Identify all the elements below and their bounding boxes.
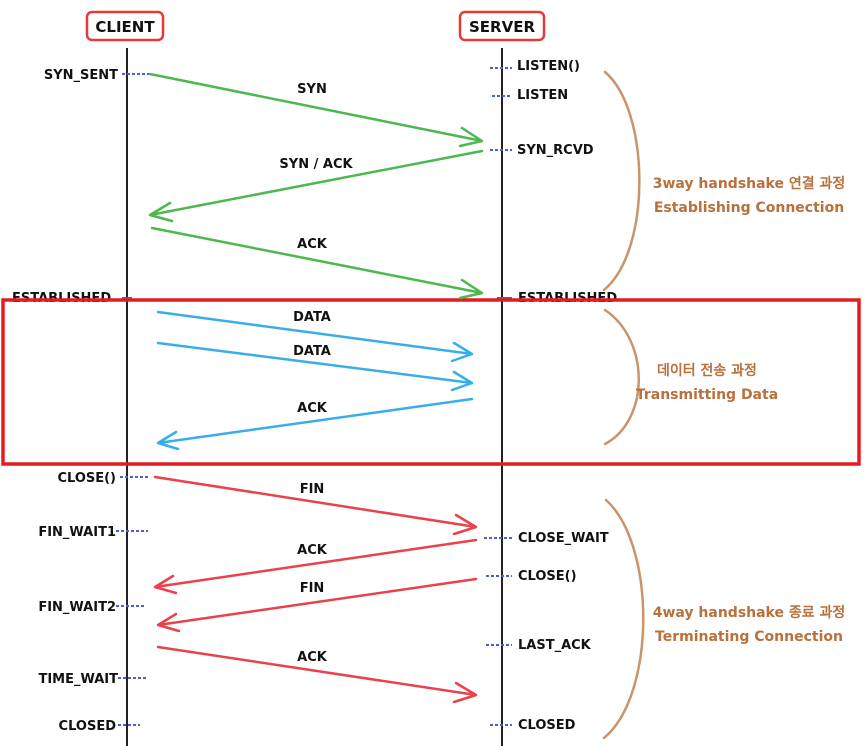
client-header: CLIENT — [85, 10, 165, 42]
message-label: SYN / ACK — [279, 157, 353, 172]
connect-phase-brace — [602, 70, 641, 292]
server-state-last-ack: LAST_ACK — [518, 638, 592, 653]
transfer-messages: DATA DATA ACK — [156, 310, 474, 451]
message-ack: ACK — [150, 226, 484, 300]
server-state-close-wait: CLOSE_WAIT — [518, 531, 609, 546]
server-header: SERVER — [458, 10, 546, 42]
message-data-1: DATA — [156, 310, 474, 363]
server-header-label: SERVER — [469, 18, 535, 36]
message-ack-server: ACK — [153, 538, 478, 595]
message-arrow — [153, 538, 478, 595]
server-state-listen: LISTEN — [517, 88, 568, 103]
server-state-close-call: CLOSE() — [518, 569, 577, 584]
message-arrow — [148, 72, 484, 148]
server-states: LISTEN() LISTEN SYN_RCVD ESTABLISHED CLO… — [484, 59, 617, 733]
message-label: FIN — [300, 482, 325, 497]
message-label: ACK — [297, 543, 328, 558]
handshake-messages: SYN SYN / ACK ACK — [148, 72, 484, 300]
phase-label-line1: 3way handshake 연결 과정 — [653, 175, 846, 192]
server-state-closed: CLOSED — [518, 718, 576, 733]
client-state-fin-wait1: FIN_WAIT1 — [38, 525, 116, 540]
phase-label-line1: 데이터 전송 과정 — [657, 362, 757, 379]
client-state-syn-sent: SYN_SENT — [44, 68, 118, 83]
message-label: ACK — [297, 650, 328, 665]
message-ack-client: ACK — [156, 645, 478, 704]
message-ack-data: ACK — [156, 397, 474, 451]
message-syn: SYN — [148, 72, 484, 148]
message-label: DATA — [293, 344, 331, 359]
message-arrow — [153, 475, 478, 536]
message-label: FIN — [300, 581, 325, 596]
message-arrow — [156, 577, 478, 633]
data-transfer-highlight-box — [1, 298, 861, 466]
server-state-syn-rcvd: SYN_RCVD — [517, 143, 594, 158]
phase-label-line2: Establishing Connection — [654, 200, 844, 216]
message-arrow — [150, 226, 484, 300]
termination-messages: FIN ACK FIN ACK — [153, 475, 478, 704]
server-state-listen-call: LISTEN() — [517, 59, 580, 74]
message-data-2: DATA — [156, 341, 474, 392]
client-header-label: CLIENT — [95, 18, 155, 36]
phase-label-line2: Transmitting Data — [636, 387, 778, 403]
message-arrow — [156, 397, 474, 451]
message-syn-ack: SYN / ACK — [148, 149, 484, 223]
message-arrow — [148, 149, 484, 223]
client-state-closed: CLOSED — [59, 719, 117, 734]
transfer-phase-label: 데이터 전송 과정 Transmitting Data — [636, 362, 778, 403]
client-state-fin-wait2: FIN_WAIT2 — [38, 600, 116, 615]
client-state-close: CLOSE() — [57, 471, 116, 486]
message-fin-client: FIN — [153, 475, 478, 536]
message-label: ACK — [297, 401, 328, 416]
message-arrow — [156, 310, 474, 363]
message-arrow — [156, 341, 474, 392]
transfer-phase-brace — [603, 308, 640, 446]
connect-phase-label: 3way handshake 연결 과정 Establishing Connec… — [653, 175, 846, 216]
client-state-time-wait: TIME_WAIT — [38, 672, 118, 687]
phase-label-line1: 4way handshake 종료 과정 — [653, 604, 846, 621]
message-label: SYN — [297, 82, 327, 97]
client-states: SYN_SENT ESTABLISHED CLOSE() FIN_WAIT1 F… — [12, 68, 150, 734]
terminate-phase-brace — [602, 498, 645, 740]
terminate-phase-label: 4way handshake 종료 과정 Terminating Connect… — [653, 604, 846, 645]
message-label: ACK — [297, 237, 328, 252]
phase-label-line2: Terminating Connection — [655, 629, 843, 645]
message-arrow — [156, 645, 478, 704]
message-fin-server: FIN — [156, 577, 478, 633]
message-label: DATA — [293, 310, 331, 325]
